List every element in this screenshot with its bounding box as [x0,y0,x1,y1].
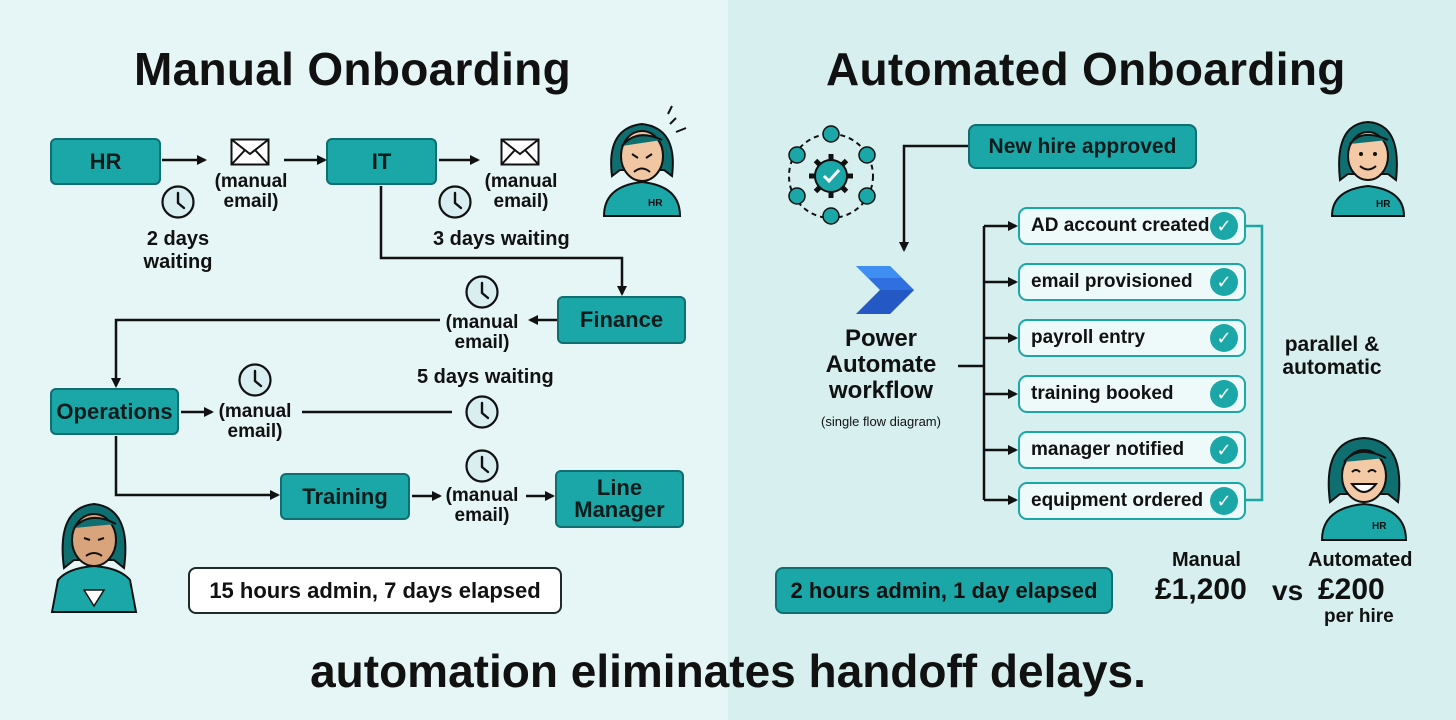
manual-arrows [111,155,627,501]
wait-label-it: 3 days waiting [433,228,570,250]
task-payroll-entry: payroll entry✓ [1018,319,1246,357]
automated-summary: 2 hours admin, 1 day elapsed [775,567,1113,614]
power-automate-label: Power Automate workflow [825,325,937,404]
wait-label-ops: 5 days waiting [417,366,554,388]
clock-icon [465,395,499,429]
automated-title: Automated Onboarding [826,43,1346,95]
check-icon: ✓ [1210,380,1238,408]
manual-title: Manual Onboarding [134,43,571,95]
task-equipment-ordered: equipment ordered✓ [1018,482,1246,520]
task-email-provisioned: email provisioned✓ [1018,263,1246,301]
check-icon: ✓ [1210,436,1238,464]
stressed-hr-avatar-icon [602,105,687,217]
node-hr: HR [50,138,161,185]
tagline: automation eliminates handoff delays. [310,645,1146,697]
check-icon: ✓ [1210,324,1238,352]
cost-manual-label: Manual [1172,549,1241,571]
cost-manual-value: £1,200 [1155,573,1247,606]
power-automate-caption: (single flow diagram) [821,414,941,429]
task-ad-account: AD account created✓ [1018,207,1246,245]
cost-vs: vs [1272,575,1304,606]
joyful-hr-avatar-icon [1320,436,1408,541]
avatar-badge: HR [1376,199,1391,210]
automated-arrows [899,144,1018,505]
parallel-bracket [1246,224,1264,502]
node-it: IT [326,138,437,185]
clock-icon [161,185,195,219]
task-manager-notified: manager notified✓ [1018,431,1246,469]
clock-icon [465,275,499,309]
cost-per-hire: per hire [1324,606,1394,627]
envelope-icon [500,138,540,166]
cost-auto-label: Automated [1308,549,1413,571]
happy-hr-avatar-icon [1330,120,1406,217]
clock-icon [438,185,472,219]
node-operations: Operations [50,388,179,435]
envelope-icon [230,138,270,166]
clock-icon [465,449,499,483]
check-icon: ✓ [1210,268,1238,296]
node-finance: Finance [557,296,686,344]
cost-auto-value: £200 [1318,573,1385,606]
node-line-manager: Line Manager [555,470,684,528]
manual-summary: 15 hours admin, 7 days elapsed [188,567,562,614]
check-icon: ✓ [1210,212,1238,240]
gear-cycle-icon [788,125,876,225]
trigger-new-hire-approved: New hire approved [968,124,1197,169]
task-training-booked: training booked✓ [1018,375,1246,413]
power-automate-logo-icon [856,266,914,314]
avatar-badge: HR [648,198,663,209]
clock-icon [238,363,272,397]
check-icon: ✓ [1210,487,1238,515]
avatar-badge: HR [1372,521,1387,532]
sad-hr-avatar-icon [50,502,138,613]
node-training: Training [280,473,410,520]
parallel-label: parallel &automatic [1282,333,1382,379]
